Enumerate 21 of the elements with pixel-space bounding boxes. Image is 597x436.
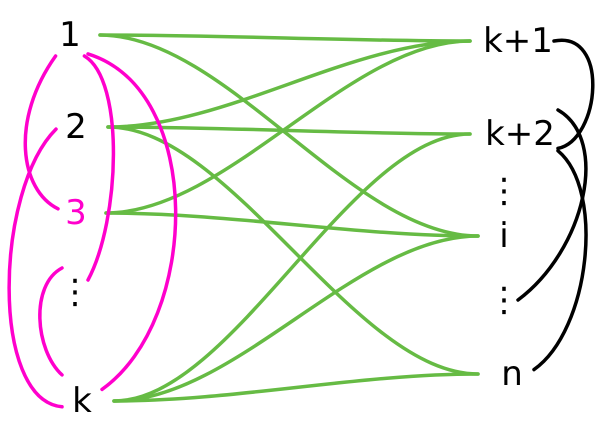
vertex-label: 3 <box>58 192 94 234</box>
ellipsis-label: ⋮ <box>490 268 518 332</box>
edge-line <box>24 54 60 211</box>
vertex-label: n <box>490 352 534 396</box>
ellipsis-label: ⋮ <box>492 166 516 216</box>
edge-line <box>516 108 588 302</box>
edge-line <box>82 54 116 282</box>
vertex-label: i <box>490 216 518 256</box>
ellipsis-label: ⋮ <box>62 262 88 322</box>
vertex-label: 2 <box>56 106 96 148</box>
edge-line <box>552 38 594 150</box>
edge-line <box>112 372 480 403</box>
vertex-label: k+1 <box>482 14 554 68</box>
vertex-label: k+2 <box>482 110 558 158</box>
edge-line <box>104 211 480 238</box>
vertex-label: 1 <box>52 14 88 56</box>
edge-line <box>86 52 178 392</box>
edge-line <box>7 127 64 409</box>
edge-line <box>532 149 588 372</box>
vertex-label: k <box>62 372 102 430</box>
edge-line <box>38 266 64 377</box>
